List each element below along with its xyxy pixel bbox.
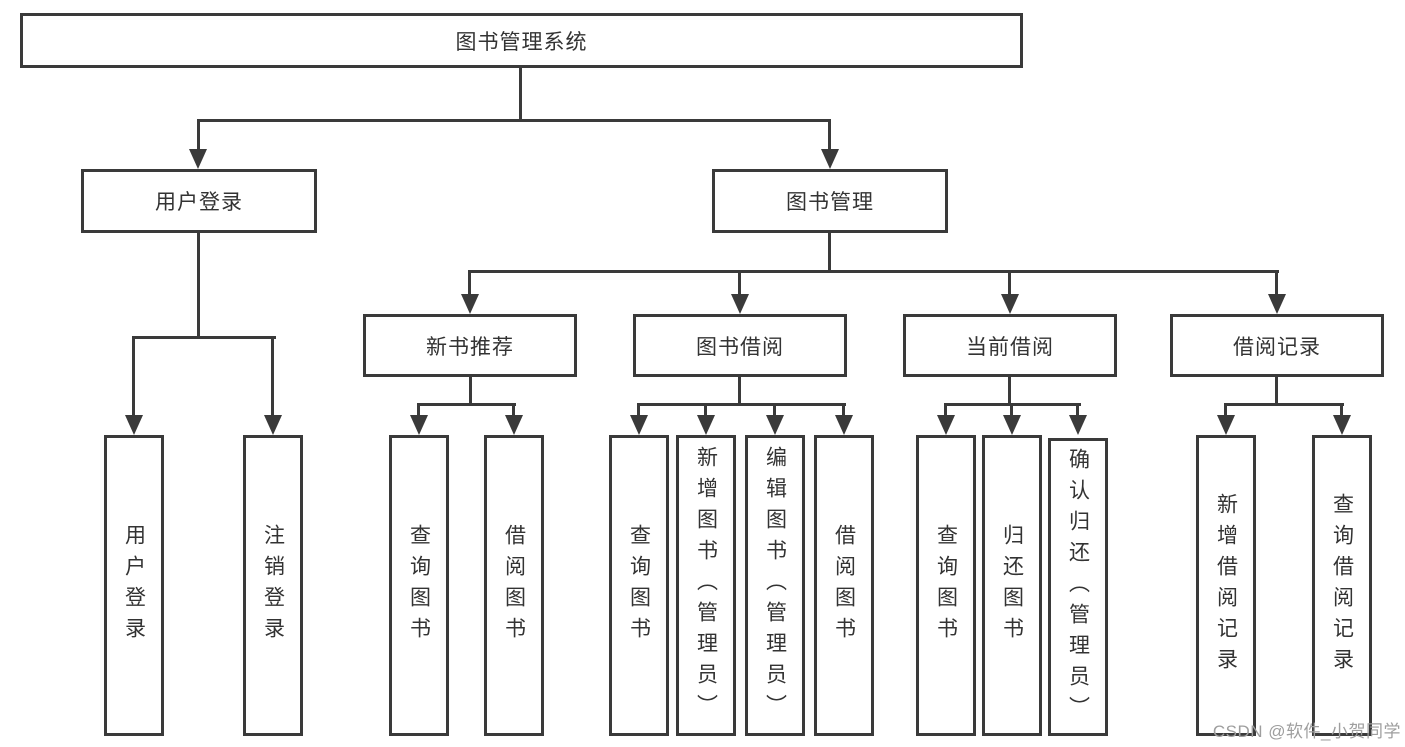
node-new-book-recommendation: 新书推荐: [363, 314, 577, 377]
connector-drop: [1275, 270, 1278, 297]
node-borrowing-records: 借阅记录: [1170, 314, 1384, 377]
leaf-query-books-borrowing: 查询图书: [609, 435, 669, 736]
connector-borrowing-split: [637, 403, 846, 406]
node-label: 图书管理系统: [455, 30, 588, 54]
arrow-down-icon: [1001, 294, 1019, 314]
arrow-down-icon: [410, 415, 428, 435]
leaf-user-login: 用户登录: [104, 435, 164, 736]
node-label: 借阅记录: [1233, 335, 1321, 359]
leaf-label: 借阅图书: [502, 523, 526, 648]
node-label: 当前借阅: [966, 335, 1054, 359]
node-library-management-system: 图书管理系统: [20, 13, 1023, 68]
connector-borrowing-stem: [738, 377, 741, 406]
arrow-down-icon: [1003, 415, 1021, 435]
leaf-edit-books-admin: 编辑图书（管理员）: [745, 435, 805, 736]
leaf-confirm-return-admin: 确认归还（管理员）: [1048, 438, 1108, 736]
connector-user-login-stem: [197, 232, 200, 339]
leaf-label: 查询图书: [934, 523, 958, 648]
arrow-down-icon: [461, 294, 479, 314]
connector-drop: [417, 403, 420, 418]
connector-drop: [637, 403, 640, 418]
arrow-down-icon: [1333, 415, 1351, 435]
node-book-borrowing: 图书借阅: [633, 314, 847, 377]
connector-drop: [197, 119, 200, 152]
leaf-label: 用户登录: [122, 523, 146, 648]
connector-drop: [1008, 270, 1011, 297]
connector-drop: [1076, 403, 1079, 418]
connector-drop: [1340, 403, 1343, 418]
connector-drop: [828, 119, 831, 152]
node-current-borrowing: 当前借阅: [903, 314, 1117, 377]
connector-drop: [738, 270, 741, 297]
node-user-login: 用户登录: [81, 169, 317, 233]
connector-root-stem: [519, 68, 522, 121]
connector-current-stem: [1008, 377, 1011, 406]
leaf-label: 新增借阅记录: [1214, 492, 1238, 679]
arrow-down-icon: [835, 415, 853, 435]
connector-level3-split: [468, 270, 1279, 273]
connector-drop: [512, 403, 515, 418]
arrow-down-icon: [630, 415, 648, 435]
leaf-return-books: 归还图书: [982, 435, 1042, 736]
connector-records-stem: [1275, 377, 1278, 406]
leaf-label: 借阅图书: [832, 523, 856, 648]
connector-drop: [271, 336, 274, 418]
leaf-label: 查询图书: [627, 523, 651, 648]
arrow-down-icon: [1069, 415, 1087, 435]
arrow-down-icon: [1268, 294, 1286, 314]
arrow-down-icon: [189, 149, 207, 169]
node-book-management: 图书管理: [712, 169, 948, 233]
arrow-down-icon: [697, 415, 715, 435]
leaf-logout: 注销登录: [243, 435, 303, 736]
arrow-down-icon: [505, 415, 523, 435]
leaf-query-books-recommend: 查询图书: [389, 435, 449, 736]
arrow-down-icon: [937, 415, 955, 435]
leaf-label: 归还图书: [1000, 523, 1024, 648]
arrow-down-icon: [821, 149, 839, 169]
connector-book-management-stem: [828, 232, 831, 272]
connector-recommendation-stem: [469, 377, 472, 406]
arrow-down-icon: [1217, 415, 1235, 435]
leaf-borrow-books-recommend: 借阅图书: [484, 435, 544, 736]
connector-recommendation-split: [417, 403, 516, 406]
leaf-label: 编辑图书（管理员）: [763, 446, 787, 725]
leaf-add-books-admin: 新增图书（管理员）: [676, 435, 736, 736]
leaf-label: 注销登录: [261, 523, 285, 648]
arrow-down-icon: [731, 294, 749, 314]
node-label: 图书借阅: [696, 335, 784, 359]
leaf-query-borrow-record: 查询借阅记录: [1312, 435, 1372, 736]
connector-drop: [704, 403, 707, 418]
node-label: 图书管理: [786, 191, 874, 214]
leaf-label: 确认归还（管理员）: [1066, 447, 1090, 727]
connector-user-login-split: [132, 336, 276, 339]
leaf-query-books-current: 查询图书: [916, 435, 976, 736]
arrow-down-icon: [125, 415, 143, 435]
connector-drop: [1010, 403, 1013, 418]
leaf-label: 查询图书: [407, 523, 431, 648]
leaf-borrow-books-borrowing: 借阅图书: [814, 435, 874, 736]
node-label: 新书推荐: [426, 335, 514, 359]
connector-drop: [1224, 403, 1227, 418]
connector-level1-split: [197, 119, 831, 122]
arrow-down-icon: [264, 415, 282, 435]
connector-drop: [132, 336, 135, 418]
connector-drop: [468, 270, 471, 297]
leaf-label: 新增图书（管理员）: [694, 446, 718, 725]
node-label: 用户登录: [155, 191, 243, 214]
leaf-label: 查询借阅记录: [1330, 492, 1354, 679]
connector-drop: [773, 403, 776, 418]
watermark: CSDN @软件_小贺同学: [1212, 722, 1401, 741]
connector-drop: [944, 403, 947, 418]
leaf-add-borrow-record: 新增借阅记录: [1196, 435, 1256, 736]
connector-drop: [842, 403, 845, 418]
arrow-down-icon: [766, 415, 784, 435]
connector-records-split: [1224, 403, 1344, 406]
